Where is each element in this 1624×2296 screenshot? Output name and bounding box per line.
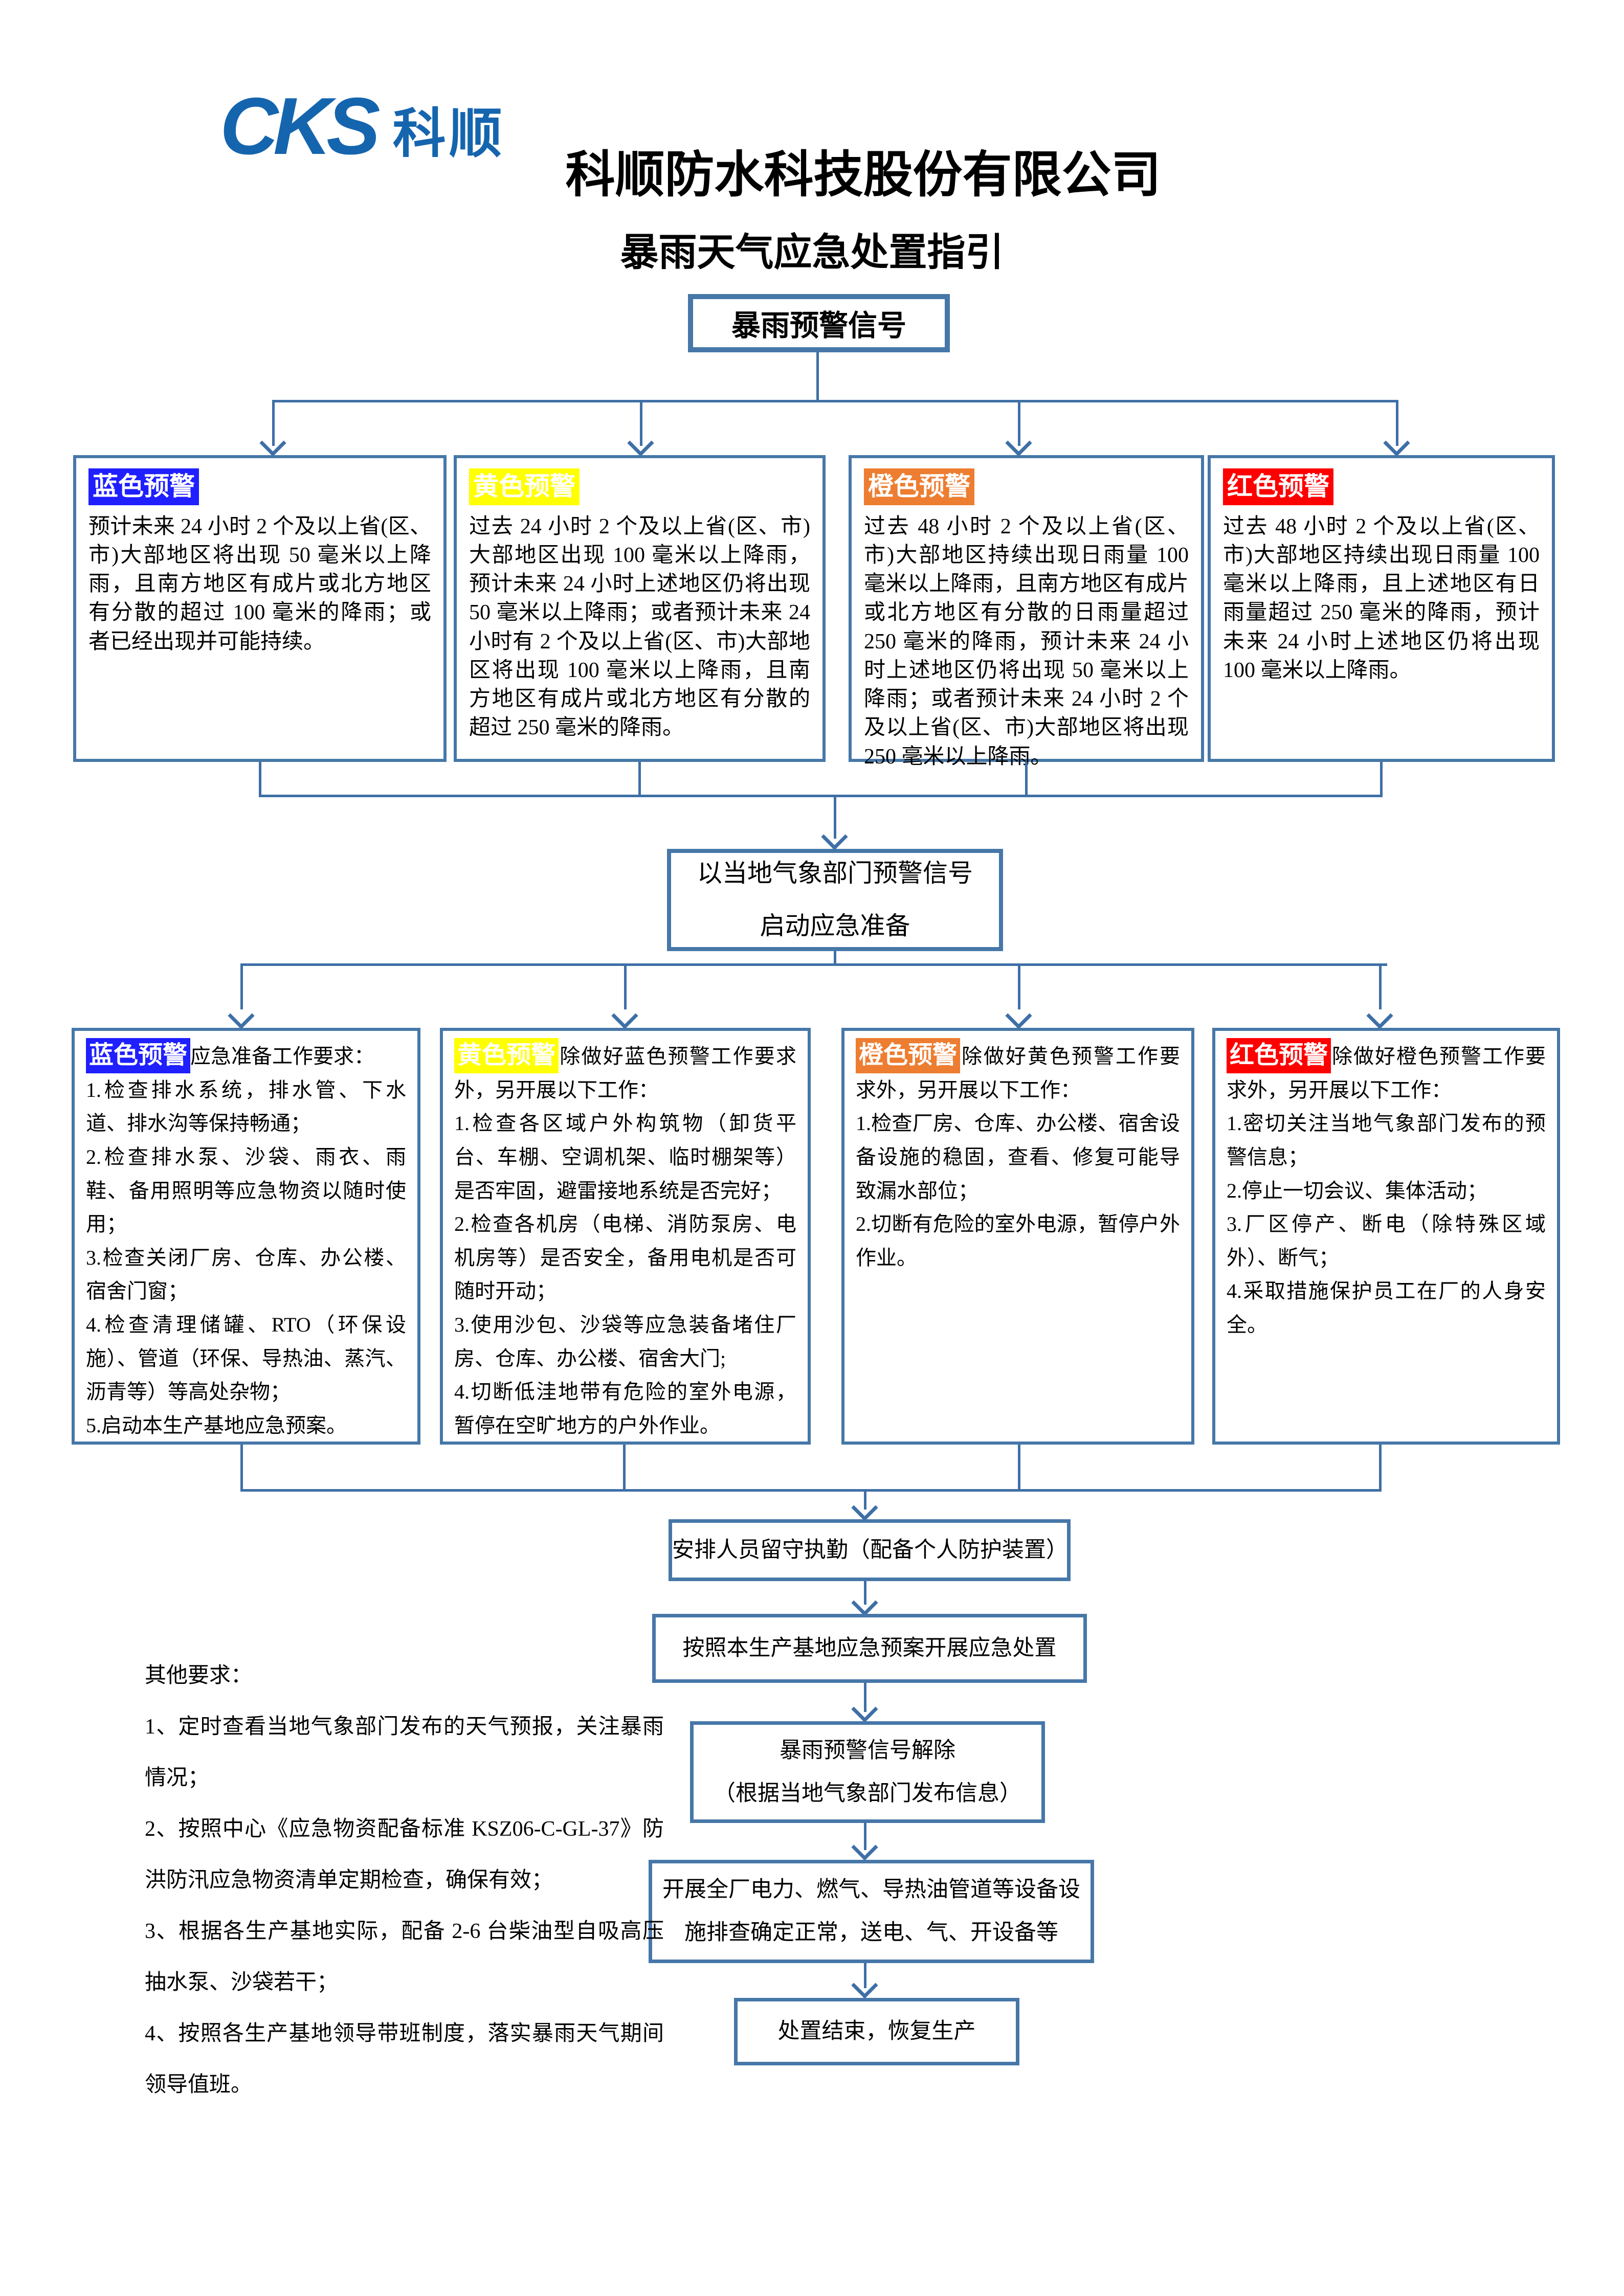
connector-line [1380,762,1383,796]
other-requirement-item: 4、按照各生产基地领导带班制度，落实暴雨天气期间领导值班。 [145,2021,664,2097]
logo-cks-icon: CKS [220,81,381,171]
warning-box-blue: 蓝色预警 预计未来 24 小时 2 个及以上省(区、市)大部地区将出现 50 毫… [73,455,447,762]
connector-line [638,762,641,796]
company-logo: CKS 科顺 [220,86,505,167]
connector-line [240,963,243,1009]
arrow-down-icon [851,1589,878,1616]
connector-line [864,1683,866,1712]
prep-tag-orange: 橙色预警 [856,1038,961,1073]
warning-tag-red: 红色预警 [1223,468,1333,505]
arrow-down-icon [851,1696,878,1723]
arrow-down-icon [1366,1002,1393,1029]
warning-box-red: 红色预警 过去 48 小时 2 个及以上省(区、市)大部地区持续出现日雨量 10… [1208,455,1555,762]
connector-line [864,1581,866,1605]
prepare-header-node: 以当地气象部门预警信号 启动应急准备 [667,849,1003,951]
arrow-down-icon [851,1834,878,1861]
prep-text-yellow: 除做好蓝色预警工作要求外，另开展以下工作： 1.检查各区域户外构筑物（卸货平台、… [454,1045,796,1437]
warning-tag-blue: 蓝色预警 [88,468,199,505]
connector-line [1379,963,1382,1009]
step-emergency-response: 按照本生产基地应急预案开展应急处置 [652,1614,1087,1683]
connector-line [272,400,275,446]
connector-line [816,352,819,401]
connector-line [1018,1445,1020,1492]
connector-line [1018,963,1020,1009]
warning-text-blue: 预计未来 24 小时 2 个及以上省(区、市)大部地区将出现 50 毫米以上降雨… [88,514,431,654]
warning-text-red: 过去 48 小时 2 个及以上省(区、市)大部地区持续出现日雨量 100 毫米以… [1223,514,1540,682]
connector-line [1018,400,1020,446]
company-name: 科顺防水科技股份有限公司 [565,148,1161,202]
connector-line [240,1445,243,1492]
connector-line [1396,400,1398,446]
arrow-down-icon [851,1494,878,1521]
arrow-down-icon [228,1002,255,1029]
connector-line [864,1823,866,1850]
warning-box-yellow: 黄色预警 过去 24 小时 2 个及以上省(区、市)大部地区出现 100 毫米以… [454,455,826,762]
connector-line [624,963,627,1009]
page-title: 暴雨天气应急处置指引 [620,232,1004,274]
start-node: 暴雨预警信号 [688,294,950,352]
prep-text-blue: 应急准备工作要求： 1.检查排水系统，排水管、下水道、排水沟等保持畅通； 2.检… [86,1045,406,1437]
arrow-down-icon [1383,430,1410,457]
connector-line [864,1963,866,1988]
prep-text-red: 除做好橙色预警工作要求外，另开展以下工作： 1.密切关注当地气象部门发布的预警信… [1227,1045,1546,1336]
connector-line [834,795,836,839]
step-warning-lifted: 暴雨预警信号解除 （根据当地气象部门发布信息） [690,1721,1045,1823]
start-node-label: 暴雨预警信号 [731,310,906,342]
arrow-down-icon [259,430,286,457]
prep-box-blue: 蓝色预警应急准备工作要求： 1.检查排水系统，排水管、下水道、排水沟等保持畅通；… [72,1028,420,1445]
warning-tag-yellow: 黄色预警 [469,468,580,505]
other-requirement-item: 1、定时查看当地气象部门发布的天气预报，关注暴雨情况； [145,1715,664,1790]
prep-tag-red: 红色预警 [1227,1038,1331,1073]
other-requirements-title: 其他要求： [145,1664,253,1687]
prep-tag-yellow: 黄色预警 [454,1038,559,1073]
arrow-down-icon [821,823,848,850]
arrow-down-icon [1005,430,1032,457]
warning-box-orange: 橙色预警 过去 48 小时 2 个及以上省(区、市)大部地区持续出现日雨量 10… [849,455,1204,769]
prep-box-yellow: 黄色预警除做好蓝色预警工作要求外，另开展以下工作： 1.检查各区域户外构筑物（卸… [440,1028,811,1445]
other-requirements: 其他要求： 1、定时查看当地气象部门发布的天气预报，关注暴雨情况； 2、按照中心… [145,1651,664,2111]
connector-line [272,400,1398,402]
warning-tag-orange: 橙色预警 [864,468,974,505]
other-requirement-item: 3、根据各生产基地实际，配备 2-6 台柴油型自吸高压抽水泵、沙袋若干； [145,1919,664,1994]
connector-line [1025,762,1028,796]
warning-text-yellow: 过去 24 小时 2 个及以上省(区、市)大部地区出现 100 毫米以上降雨，预… [469,514,810,740]
connector-line [240,963,1387,966]
connector-line [623,1445,626,1492]
connector-line [1379,1445,1382,1492]
step-resume-production: 处置结束，恢复生产 [734,1998,1019,2065]
prep-text-orange: 除做好黄色预警工作要求外，另开展以下工作： 1.检查厂房、仓库、办公楼、宿舍设备… [856,1045,1180,1269]
connector-line [640,400,642,446]
prep-tag-blue: 蓝色预警 [86,1038,191,1073]
arrow-down-icon [851,1972,878,1999]
step-equipment-check: 开展全厂电力、燃气、导热油管道等设备设 施排查确定正常，送电、气、开设备等 [649,1860,1094,1963]
connector-line [240,1489,1382,1492]
prep-box-orange: 橙色预警除做好黄色预警工作要求外，另开展以下工作： 1.检查厂房、仓库、办公楼、… [841,1028,1194,1445]
connector-line [259,762,261,796]
warning-text-orange: 过去 48 小时 2 个及以上省(区、市)大部地区持续出现日雨量 100 毫米以… [864,514,1189,769]
step-standby-duty: 安排人员留守执勤（配备个人防护装置） [669,1519,1071,1581]
arrow-down-icon [611,1002,638,1029]
connector-line [259,795,1383,797]
prep-box-red: 红色预警除做好橙色预警工作要求外，另开展以下工作： 1.密切关注当地气象部门发布… [1212,1028,1560,1445]
other-requirement-item: 2、按照中心《应急物资配备标准 KSZ06-C-GL-37》防洪防汛应急物资清单… [145,1817,664,1892]
arrow-down-icon [1005,1002,1032,1029]
connector-line [864,1489,866,1510]
connector-line [834,951,836,965]
arrow-down-icon [627,430,654,457]
logo-cn-text: 科顺 [392,104,505,164]
